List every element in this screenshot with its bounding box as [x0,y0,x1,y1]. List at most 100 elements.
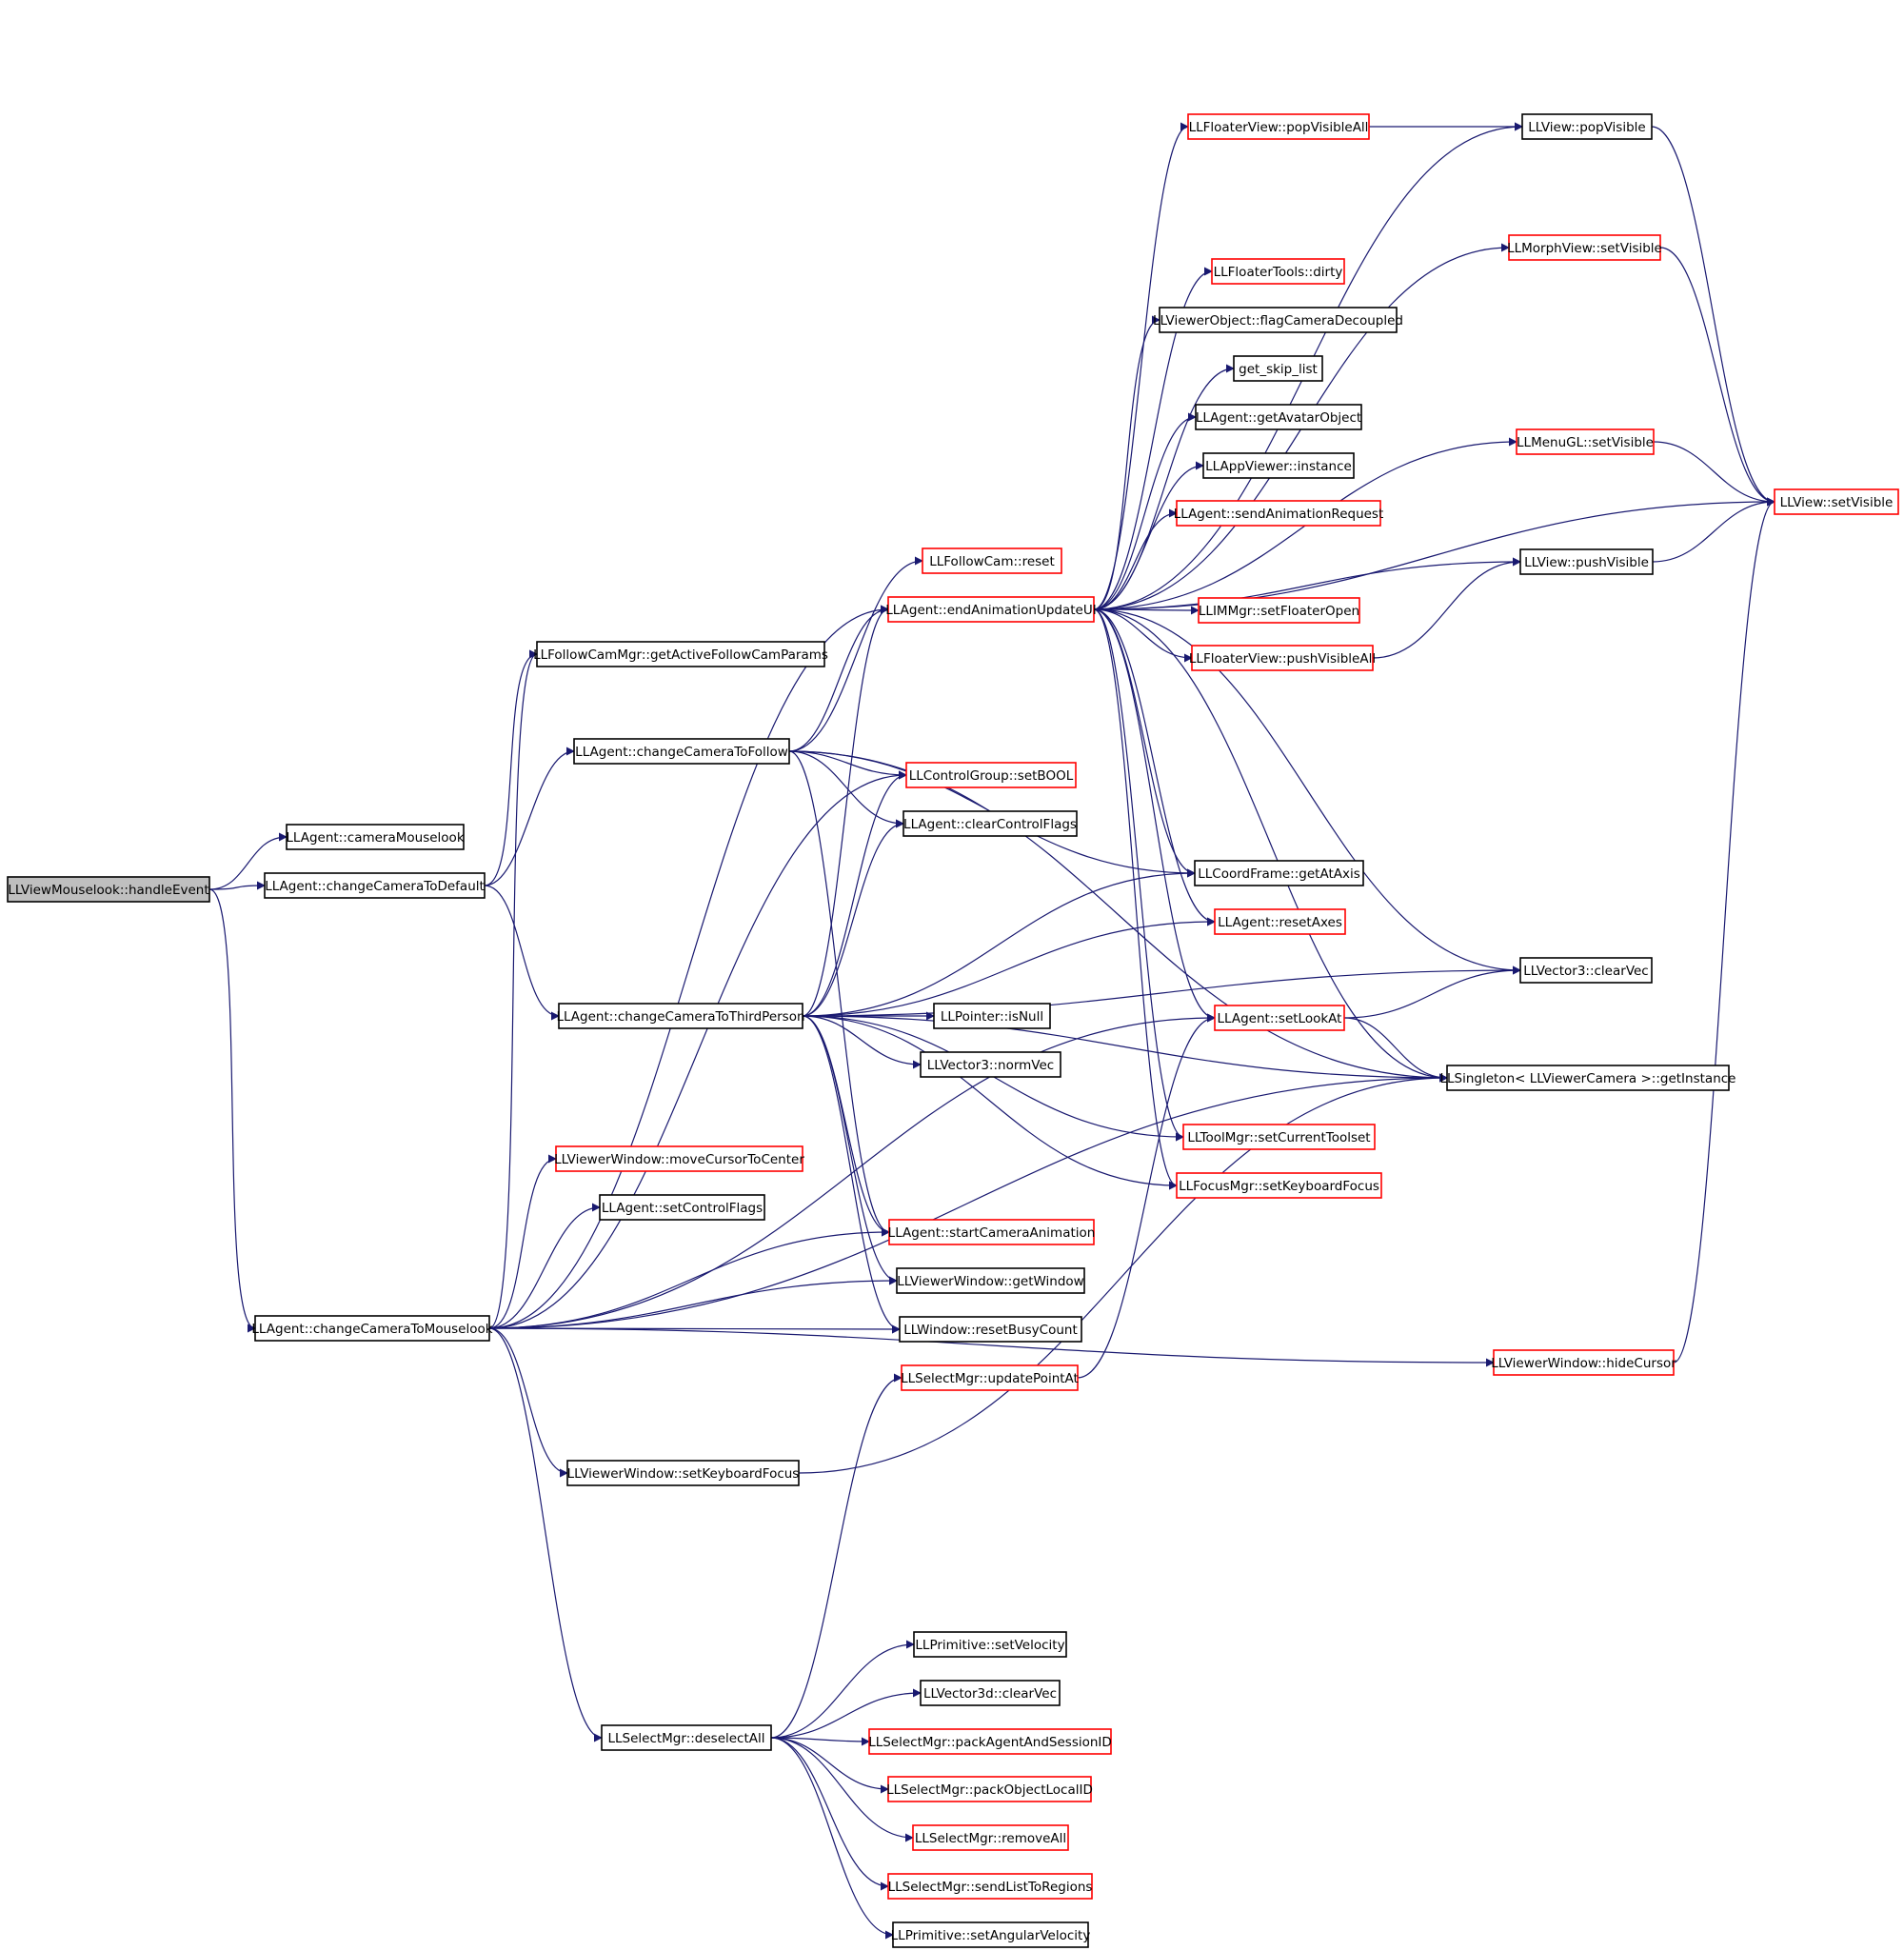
node-label: LLWindow::resetBusyCount [903,1323,1078,1338]
node-llcontrolgroup-setbool[interactable]: LLControlGroup::setBOOL [905,762,1077,788]
node-llselectmgr-deselectall[interactable]: LLSelectMgr::deselectAll [601,1724,772,1751]
node-box [896,1267,1085,1294]
node-llagent-changecameratodefault[interactable]: LLAgent::changeCameraToDefault [264,872,486,899]
node-label: LLAgent::changeCameraToMouselook [251,1322,492,1337]
node-llcoordframe-getataxis[interactable]: LLCoordFrame::getAtAxis [1194,860,1364,886]
node-llagent-changecameratothirdperson[interactable]: LLAgent::changeCameraToThirdPerson [556,1003,805,1029]
edge-llagent-changecameratothirdperson-to-llagent-endanimationupdateui [802,605,889,1017]
node-llfocusmgr-setkeyboardfocus[interactable]: LLFocusMgr::setKeyboardFocus [1176,1172,1382,1199]
node-llfloaterview-popvisibleall[interactable]: LLFloaterView::popVisibleAll [1187,113,1370,140]
node-box [558,1003,803,1029]
node-box [888,1219,1095,1245]
node-llselectmgr-packagentandsessionid[interactable]: LLSelectMgr::packAgentAndSessionID [868,1728,1112,1755]
edge-llagent-endanimationupdateui-to-llappviewer-instance [1093,461,1204,610]
node-label: LLAppViewer::instance [1205,459,1352,474]
node-llfloaterview-pushvisibleall[interactable]: LLFloaterView::pushVisibleAll [1189,645,1376,671]
node-label: LLControlGroup::setBOOL [909,768,1074,784]
node-llselectmgr-updatepointat[interactable]: LLSelectMgr::updatePointAt [901,1364,1079,1391]
node-llagent-resetaxes[interactable]: LLAgent::resetAxes [1214,908,1346,935]
node-label: LLAgent::changeCameraToThirdPerson [556,1009,804,1025]
node-label: LLPrimitive::setAngularVelocity [891,1928,1091,1943]
node-llselectmgr-packobjectlocalid[interactable]: LLSelectMgr::packObjectLocalID [886,1776,1093,1802]
node-lltoolmgr-setcurrenttoolset[interactable]: LLToolMgr::setCurrentToolset [1182,1124,1376,1150]
node-box [1187,113,1370,140]
node-box [1774,488,1899,515]
node-llviewerwindow-setkeyboardfocus[interactable]: LLViewerWindow::setKeyboardFocus [566,1460,800,1486]
node-label: LLFollowCam::reset [929,554,1055,569]
node-llviewerwindow-getwindow[interactable]: LLViewerWindow::getWindow [896,1267,1085,1294]
edge-llagent-changecameratothirdperson-to-llcoordframe-getataxis [802,868,1196,1017]
node-box [1214,1005,1345,1031]
node-llprimitive-setvelocity[interactable]: LLPrimitive::setVelocity [913,1631,1067,1658]
node-get-skip-list[interactable]: get_skip_list [1233,355,1323,382]
node-llmenugl-setvisible[interactable]: LLMenuGL::setVisible [1516,428,1655,455]
node-box [1516,428,1655,455]
node-llappviewer-instance[interactable]: LLAppViewer::instance [1202,452,1355,479]
node-llselectmgr-removeall[interactable]: LLSelectMgr::removeAll [912,1824,1069,1851]
node-llviewerobject-flagcameradecoupled[interactable]: LLViewerObject::flagCameraDecoupled [1153,307,1403,333]
node-llviewerwindow-hidecursor[interactable]: LLViewerWindow::hideCursor [1491,1349,1676,1376]
node-llagent-clearcontrolflags[interactable]: LLAgent::clearControlFlags [902,810,1078,837]
edge-llagent-changecameratomouselook-to-llviewerwindow-setkeyboardfocus [488,1327,568,1478]
node-llagent-endanimationupdateui[interactable]: LLAgent::endAnimationUpdateUI [885,596,1097,623]
node-label: LLView::popVisible [1528,120,1645,135]
node-label: LLViewerWindow::getWindow [897,1274,1083,1289]
node-llview-pushvisible[interactable]: LLView::pushVisible [1519,548,1654,575]
node-llview-popvisible[interactable]: LLView::popVisible [1521,113,1653,140]
node-llagent-getavatarobject[interactable]: LLAgent::getAvatarObject [1195,404,1362,430]
node-llagent-startcameraanimation[interactable]: LLAgent::startCameraAnimation [888,1219,1096,1245]
node-llpointer-isnull[interactable]: LLPointer::isNull [933,1003,1051,1029]
node-llviewmouselook-handleevent[interactable]: LLViewMouselook::handleEvent [7,876,210,903]
node-label: LLPointer::isNull [941,1009,1043,1025]
node-llsingleton-llviewercamera-getinstance[interactable]: LLSingleton< LLViewerCamera >::getInstan… [1440,1065,1736,1091]
node-box [286,824,465,850]
edge-llselectmgr-deselectall-to-llselectmgr-sendlisttoregions [770,1737,889,1891]
node-llviewerwindow-movecursortocenter[interactable]: LLViewerWindow::moveCursorToCenter [554,1145,804,1172]
node-llvector3-clearvec[interactable]: LLVector3::clearVec [1519,957,1653,984]
nodes-layer: LLViewMouselook::handleEvent LLAgent::cam… [7,113,1899,1948]
node-llagent-setlookat[interactable]: LLAgent::setLookAt [1214,1005,1345,1031]
edge-llagent-changecameratothirdperson-to-llviewerwindow-getwindow [802,1015,898,1285]
node-llselectmgr-sendlisttoregions[interactable]: LLSelectMgr::sendListToRegions [887,1873,1093,1900]
node-llagent-changecameratomouselook[interactable]: LLAgent::changeCameraToMouselook [251,1315,493,1342]
node-llmorphview-setvisible[interactable]: LLMorphView::setVisible [1507,234,1662,261]
node-box [905,762,1077,788]
node-llvector3d-clearvec[interactable]: LLVector3d::clearVec [920,1680,1061,1706]
node-box [264,872,486,899]
node-label: LLViewerWindow::setKeyboardFocus [567,1466,800,1482]
node-box [887,1873,1093,1900]
edge-llviewmouselook-handleevent-to-llagent-changecameratodefault [208,881,266,890]
node-llview-setvisible[interactable]: LLView::setVisible [1774,488,1899,515]
node-box [1176,500,1381,527]
node-llagent-cameramouselook[interactable]: LLAgent::cameraMouselook [286,824,465,850]
edge-llagent-endanimationupdateui-to-lltoolmgr-setcurrenttoolset [1093,608,1184,1142]
node-box [913,1631,1067,1658]
edge-llagent-changecameratomouselook-to-llviewerwindow-getwindow [488,1276,898,1329]
edge-llagent-changecameratomouselook-to-llagent-startcameraanimation [488,1227,890,1329]
node-label: LLMenuGL::setVisible [1517,435,1654,450]
node-label: LLView::setVisible [1780,495,1894,510]
node-box [922,547,1062,574]
node-label: LLAgent::sendAnimationRequest [1174,507,1384,522]
edge-llagent-endanimationupdateui-to-llagent-getavatarobject [1093,412,1197,610]
edge-llagent-changecameratomouselook-to-llsingleton-llviewercamera-getinstance [488,1073,1448,1329]
node-llfloatertools-dirty[interactable]: LLFloaterTools::dirty [1211,258,1345,285]
node-llfollowcammgr-getactivefollowcamparams[interactable]: LLFollowCamMgr::getActiveFollowCamParams [533,641,828,667]
node-llimmgr-setfloateropen[interactable]: LLIMMgr::setFloaterOpen [1198,597,1360,624]
edge-llagent-endanimationupdateui-to-llagent-sendanimationrequest [1093,508,1178,610]
node-llagent-changecameratofollow[interactable]: LLAgent::changeCameraToFollow [573,738,790,765]
edge-llagent-changecameratomouselook-to-llfollowcammgr-getactivefollowcamparams [488,649,538,1329]
node-box [1508,234,1661,261]
node-llprimitive-setangularvelocity[interactable]: LLPrimitive::setAngularVelocity [891,1921,1091,1948]
node-label: LLAgent::getAvatarObject [1196,410,1361,426]
node-llwindow-resetbusycount[interactable]: LLWindow::resetBusyCount [899,1316,1082,1343]
node-llagent-setcontrolflags[interactable]: LLAgent::setControlFlags [599,1194,765,1221]
node-label: LLAgent::setLookAt [1218,1011,1342,1026]
node-llagent-sendanimationrequest[interactable]: LLAgent::sendAnimationRequest [1174,500,1384,527]
edge-llagent-changecameratomouselook-to-llagent-setcontrolflags [488,1203,601,1329]
node-llvector3-normvec[interactable]: LLVector3::normVec [920,1051,1061,1078]
edge-llselectmgr-deselectall-to-llvector3d-clearvec [770,1688,922,1739]
node-llfollowcam-reset[interactable]: LLFollowCam::reset [922,547,1062,574]
node-label: LLViewMouselook::handleEvent [8,883,208,898]
edge-llviewerwindow-setkeyboardfocus-to-llsingleton-llviewercamera-getinstance [798,1073,1448,1474]
